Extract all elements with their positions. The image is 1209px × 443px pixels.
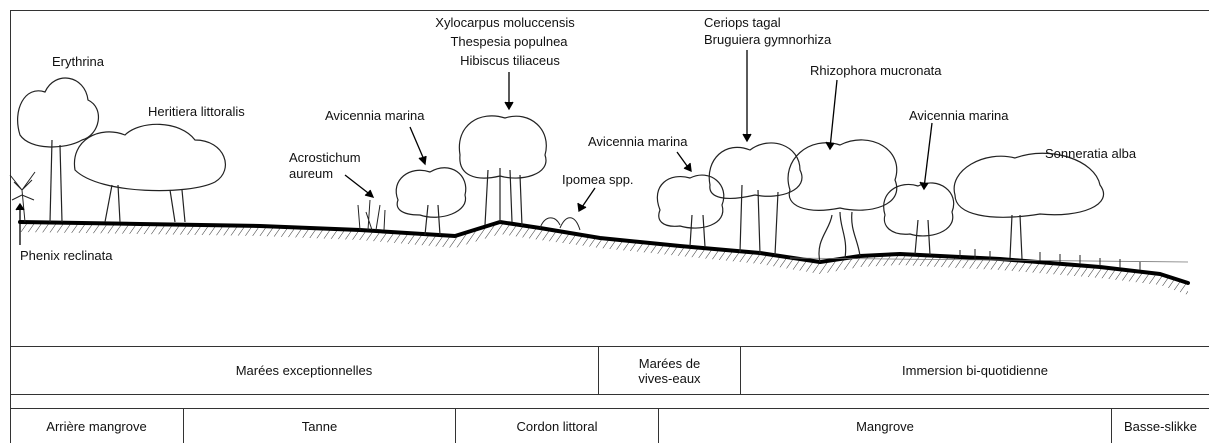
- zone-basse-slikke: Basse-slikke: [1111, 409, 1209, 443]
- label-ipomea-spp: Ipomea spp.: [562, 172, 634, 188]
- avicennia-tree-1: [396, 168, 466, 235]
- zone-tanne: Tanne: [183, 409, 455, 443]
- label-phenix-reclinata: Phenix reclinata: [20, 248, 113, 264]
- label-sonneratia-alba: Sonneratia alba: [1045, 146, 1136, 162]
- zone-cordon-littoral: Cordon littoral: [455, 409, 658, 443]
- xylocarpus-tree: [459, 116, 546, 226]
- avicennia-tree-3: [884, 183, 954, 255]
- label-heritiera-littoralis: Heritiera littoralis: [148, 104, 245, 120]
- erythrina-tree: [18, 78, 99, 222]
- label-rhizophora-mucronata: Rhizophora mucronata: [810, 63, 942, 79]
- heritiera-tree: [74, 124, 225, 222]
- rhizophora-tree: [788, 140, 897, 262]
- zone-arriere-mangrove: Arrière mangrove: [10, 409, 183, 443]
- sonneratia-tree: [954, 153, 1103, 259]
- label-thespesia-populnea: Thespesia populnea: [450, 34, 567, 50]
- zone-mangrove: Mangrove: [658, 409, 1111, 443]
- zone-row: Arrière mangrove Tanne Cordon littoral M…: [10, 408, 1209, 443]
- tide-bi-quotidienne: Immersion bi-quotidienne: [740, 347, 1209, 394]
- avicennia-tree-2: [657, 175, 723, 247]
- label-ceriops-tagal: Ceriops tagal: [704, 15, 781, 31]
- label-hibiscus-tiliaceus: Hibiscus tiliaceus: [460, 53, 560, 69]
- pointer-arrows: [16, 50, 932, 245]
- label-bruguiera-gymnorhiza: Bruguiera gymnorhiza: [704, 32, 831, 48]
- label-avicennia-marina-2: Avicennia marina: [588, 134, 687, 150]
- label-avicennia-marina-1: Avicennia marina: [325, 108, 424, 124]
- tide-exceptionnelles: Marées exceptionnelles: [10, 347, 598, 394]
- label-erythrina: Erythrina: [52, 54, 104, 70]
- label-xylocarpus-moluccensis: Xylocarpus moluccensis: [435, 15, 574, 31]
- acrostichum-fern: [358, 200, 385, 230]
- phenix-palm: [10, 172, 35, 222]
- tide-row: Marées exceptionnelles Marées de vives-e…: [10, 346, 1209, 394]
- label-avicennia-marina-3: Avicennia marina: [909, 108, 1008, 124]
- tide-vives-eaux: Marées de vives-eaux: [598, 347, 740, 394]
- label-acrostichum-aureum: Acrostichum aureum: [289, 150, 379, 182]
- separator-row: [10, 394, 1209, 408]
